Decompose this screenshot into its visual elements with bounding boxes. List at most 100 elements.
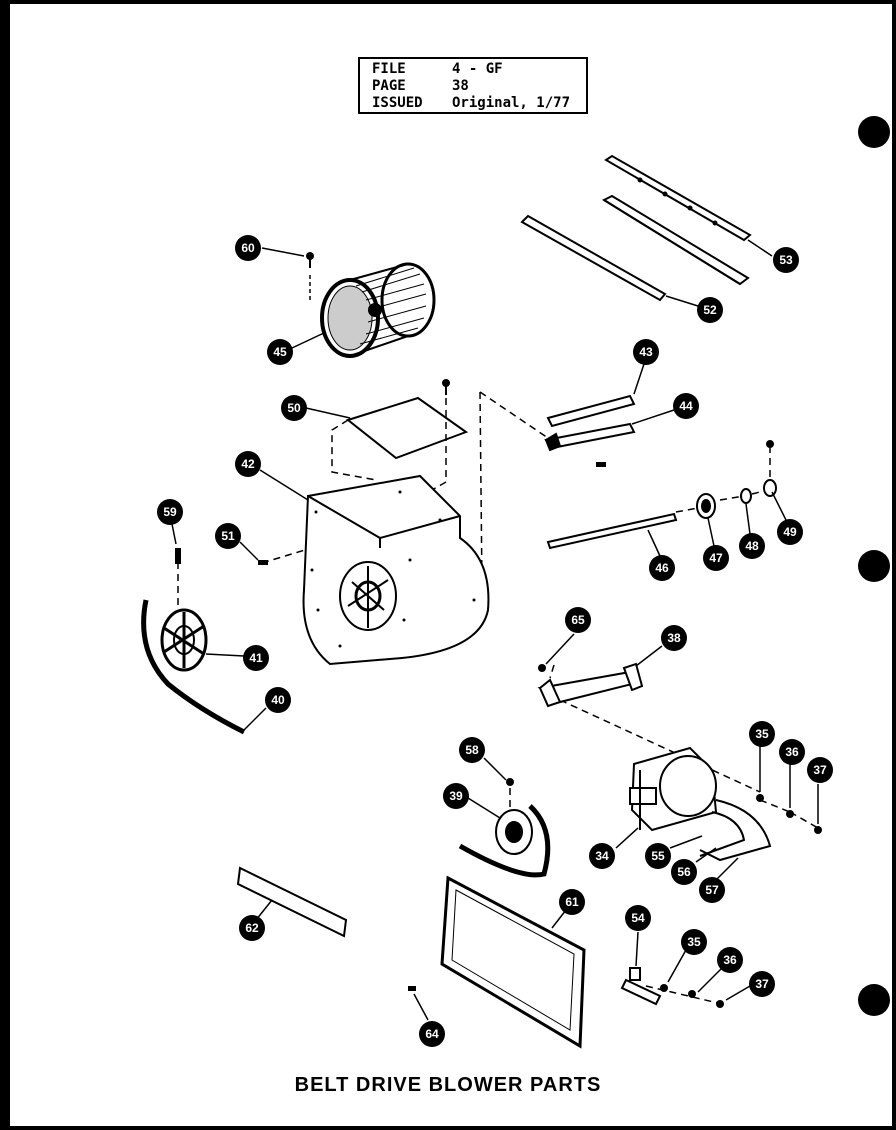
callout-number: 54 <box>631 911 645 925</box>
callout-circle <box>671 859 697 885</box>
callout-circle <box>281 395 307 421</box>
bracket-44 <box>544 422 636 452</box>
callout-52: 52 <box>697 297 723 323</box>
callout-number: 37 <box>755 977 769 991</box>
callout-circle <box>681 929 707 955</box>
issued-value: Original, 1/77 <box>452 95 571 111</box>
file-value: 4 - GF <box>452 61 503 77</box>
callout-number: 52 <box>703 303 717 317</box>
leader-lines <box>171 239 819 1021</box>
binder-hole <box>858 984 890 1016</box>
callout-number: 57 <box>705 883 719 897</box>
page-value: 38 <box>452 78 469 94</box>
bolt-65 <box>538 664 546 672</box>
belt-40 <box>141 599 246 735</box>
callout-circle <box>443 783 469 809</box>
callout-circle <box>749 971 775 997</box>
callout-circle <box>565 607 591 633</box>
binder-hole <box>858 550 890 582</box>
callout-number: 37 <box>813 763 827 777</box>
callout-circle <box>699 877 725 903</box>
callout-circle <box>749 721 775 747</box>
callout-circle <box>807 757 833 783</box>
callout-39: 39 <box>443 783 469 809</box>
shaft-46 <box>546 512 678 550</box>
callout-number: 58 <box>465 743 479 757</box>
blower-wheel-45 <box>320 262 436 358</box>
callout-65: 65 <box>565 607 591 633</box>
callout-number: 34 <box>595 849 609 863</box>
callout-number: 45 <box>273 345 287 359</box>
callout-circle <box>235 235 261 261</box>
callout-37: 37 <box>807 757 833 783</box>
callout-number: 35 <box>687 935 701 949</box>
issued-label: ISSUED <box>372 95 423 111</box>
screw-51 <box>258 560 268 565</box>
callout-59: 59 <box>157 499 183 525</box>
motor-pulley-39 <box>495 778 533 855</box>
hardware-35-36-37-upper <box>756 794 822 834</box>
callout-number: 43 <box>639 345 653 359</box>
callout-35: 35 <box>749 721 775 747</box>
callout-circle <box>239 915 265 941</box>
callout-37: 37 <box>749 971 775 997</box>
callout-49: 49 <box>777 519 803 545</box>
callout-circle <box>773 247 799 273</box>
callout-number: 36 <box>785 745 799 759</box>
motor-belt <box>458 804 551 878</box>
callout-53: 53 <box>773 247 799 273</box>
callout-number: 42 <box>241 457 255 471</box>
callout-number: 48 <box>745 539 759 553</box>
callout-circle <box>717 947 743 973</box>
page-label: PAGE <box>372 78 406 94</box>
callout-circle <box>559 889 585 915</box>
callout-number: 60 <box>241 241 255 255</box>
callout-circle <box>589 843 615 869</box>
callout-circle <box>649 555 675 581</box>
callout-58: 58 <box>459 737 485 763</box>
callout-circle <box>625 905 651 931</box>
screw-60 <box>306 252 314 300</box>
callout-number: 49 <box>783 525 797 539</box>
callout-46: 46 <box>649 555 675 581</box>
callout-circle <box>419 1021 445 1047</box>
file-label: FILE <box>372 61 406 77</box>
callout-circle <box>697 297 723 323</box>
callout-55: 55 <box>645 843 671 869</box>
callout-number: 55 <box>651 849 665 863</box>
callout-43: 43 <box>633 339 659 365</box>
callout-number: 46 <box>655 561 669 575</box>
callout-36: 36 <box>779 739 805 765</box>
filter-61 <box>440 875 586 1049</box>
callout-60: 60 <box>235 235 261 261</box>
pulley-47 <box>696 493 716 519</box>
callout-number: 41 <box>249 651 263 665</box>
callout-circle <box>777 519 803 545</box>
blower-housing-42 <box>302 474 490 666</box>
hardware-35-36-37-lower <box>660 984 724 1008</box>
callout-number: 40 <box>271 693 285 707</box>
top-panel-50 <box>345 379 469 460</box>
callout-number: 59 <box>163 505 177 519</box>
callout-circle <box>267 339 293 365</box>
callout-number: 51 <box>221 529 235 543</box>
callout-number: 64 <box>425 1027 439 1041</box>
callout-57: 57 <box>699 877 725 903</box>
callout-circle <box>215 523 241 549</box>
callout-number: 47 <box>709 551 723 565</box>
callout-38: 38 <box>661 625 687 651</box>
callout-number: 65 <box>571 613 585 627</box>
callout-34: 34 <box>589 843 615 869</box>
callout-circle <box>243 645 269 671</box>
screw-59 <box>175 548 181 564</box>
callout-number: 56 <box>677 865 691 879</box>
callout-circle <box>703 545 729 571</box>
callout-56: 56 <box>671 859 697 885</box>
callout-45: 45 <box>267 339 293 365</box>
callout-41: 41 <box>243 645 269 671</box>
callout-number: 53 <box>779 253 793 267</box>
callout-number: 39 <box>449 789 463 803</box>
